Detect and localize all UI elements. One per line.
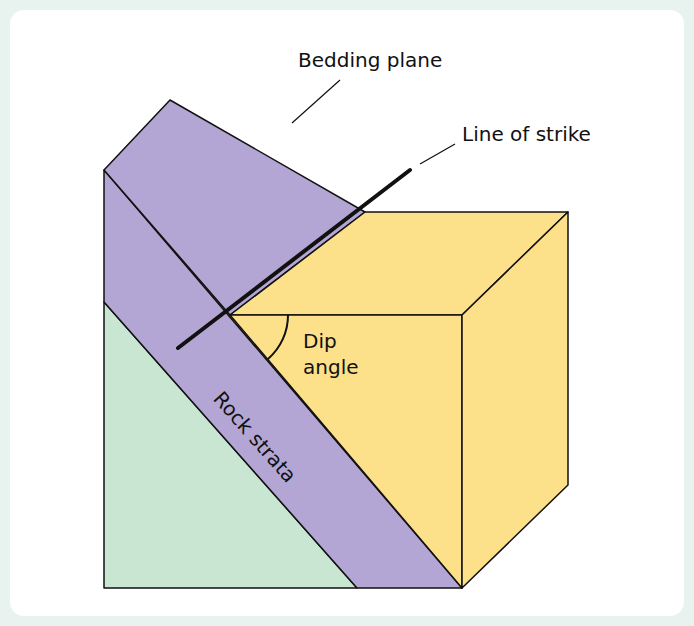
layer-label-wrap: Rock strata (208, 386, 302, 488)
leader-line (292, 80, 340, 123)
block-side (462, 212, 568, 588)
part-label-wrap: Bedding plane (298, 47, 442, 73)
angle-label-wrap: Dip angle (303, 328, 358, 380)
part-label: Bedding plane (298, 47, 442, 73)
layer-label: Rock strata (208, 386, 302, 488)
leader-line (420, 144, 455, 164)
part-label: Line of strike (462, 121, 591, 147)
strike-line (178, 170, 410, 348)
dip-arc (268, 315, 288, 359)
angle-label: Dip angle (303, 328, 358, 380)
panel (10, 10, 684, 616)
part-label-wrap: Line of strike (462, 121, 591, 147)
